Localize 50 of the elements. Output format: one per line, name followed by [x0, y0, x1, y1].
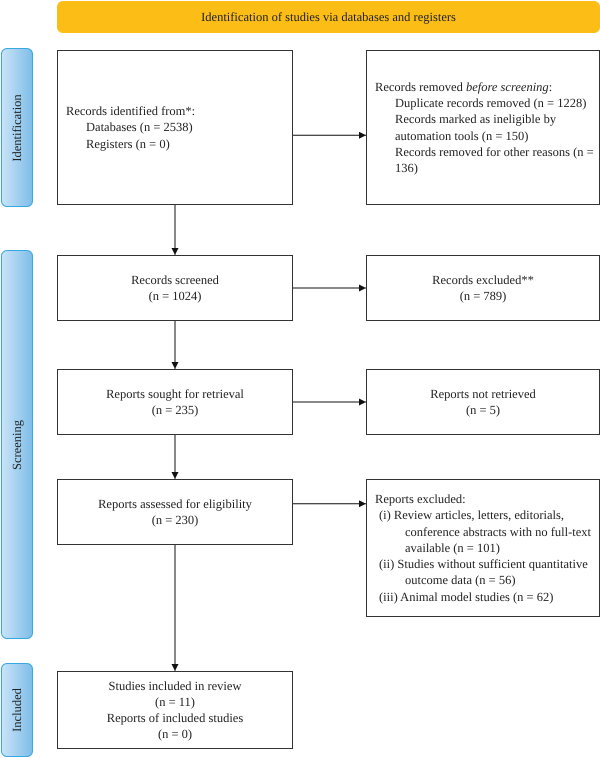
box-text: Records identified from*:	[66, 103, 196, 120]
process-box	[57, 255, 293, 321]
stage-label: Identification	[8, 94, 25, 162]
stage-band	[1, 250, 33, 639]
box-text: (n = 789)	[458, 288, 508, 304]
box-text: (iii) Animal model studies (n = 62)	[378, 588, 554, 605]
box-text: Reports sought for retrieval	[105, 386, 245, 402]
arrow	[292, 284, 366, 292]
box-text: Records screened	[130, 272, 220, 288]
box-text: Databases (n = 2538)	[85, 119, 194, 136]
process-box	[366, 255, 600, 321]
header-title: Identification of studies via databases and registers	[201, 8, 456, 26]
arrow	[172, 320, 178, 370]
process-box	[57, 479, 293, 545]
box-text: Records removed for other reasons (n = 136)	[394, 144, 595, 176]
box-text: (n = 5)	[464, 402, 502, 418]
process-box	[57, 671, 293, 749]
process-box	[366, 369, 600, 435]
box-text: (i) Review articles, letters, editorials, conference abstracts with no full-text available (n = 101)	[378, 507, 592, 556]
process-box	[57, 50, 293, 205]
process-box	[366, 50, 600, 205]
box-text: Reports excluded:	[375, 491, 467, 508]
box-text: Records marked as ineligible by automation tools (n = 150)	[394, 111, 558, 144]
box-text: Registers (n = 0)	[85, 136, 171, 152]
stage-band	[1, 48, 33, 207]
box-text: (n = 235)	[150, 402, 200, 418]
stage-label: Screening	[8, 420, 25, 470]
stage-label: Included	[8, 688, 25, 732]
box-text: Records excluded**	[431, 272, 535, 288]
box-text: (n = 230)	[150, 512, 200, 528]
process-box	[366, 479, 600, 617]
box-text: Reports assessed for eligibility	[97, 496, 253, 512]
process-box	[57, 369, 293, 435]
box-text: (n = 0)	[156, 726, 194, 742]
arrow	[172, 434, 178, 480]
header-band	[57, 1, 600, 33]
box-text: (n = 1024)	[148, 288, 202, 304]
arrow	[172, 544, 178, 672]
box-text: Duplicate records removed (n = 1228)	[394, 95, 588, 112]
arrow	[292, 132, 366, 139]
arrow	[292, 500, 366, 508]
box-text: Studies included in review	[108, 678, 242, 694]
box-text: Records removed before screening:	[375, 78, 554, 95]
stage-band	[1, 663, 33, 757]
box-text: (n = 11)	[154, 694, 196, 710]
box-text: Reports of included studies	[106, 710, 244, 726]
arrow	[292, 398, 366, 406]
box-text: Reports not retrieved	[429, 386, 537, 402]
arrow	[172, 204, 178, 256]
box-text: (ii) Studies without sufficient quantitative outcome data (n = 56)	[378, 556, 589, 589]
